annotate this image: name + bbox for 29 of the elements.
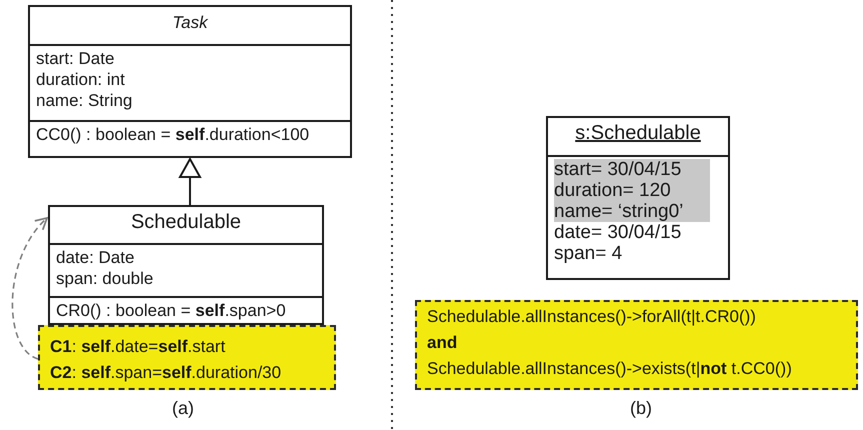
panel-label: (b) <box>630 398 652 419</box>
dependency-arrow <box>12 217 48 360</box>
operation-text: CC0() : boolean = self.duration<100 <box>36 124 310 145</box>
operation-text: CR0() : boolean = self.span>0 <box>56 300 287 321</box>
inheritance-arrow <box>179 158 201 205</box>
class-name: Schedulable <box>130 212 242 233</box>
attribute-text: start: Date <box>36 48 116 69</box>
constraint-note <box>38 325 336 390</box>
ocl-note <box>415 300 858 390</box>
constraint-text: C2: self.span=self.duration/30 <box>50 362 282 384</box>
class-box <box>28 5 352 158</box>
slot-value: date= 30/04/15 <box>554 222 682 243</box>
slot-value: start= 30/04/15 <box>554 159 710 180</box>
class-box <box>48 205 324 325</box>
class-name: Task <box>171 12 210 33</box>
panel-label: (a) <box>172 398 194 419</box>
ocl-expression: Schedulable.allInstances()->exists(t|not t.CC0()) <box>427 358 793 380</box>
slot-value: duration= 120 <box>554 180 710 201</box>
ocl-expression: Schedulable.allInstances()->forAll(t|t.CR0()) <box>427 306 757 328</box>
slot-value: span= 4 <box>554 243 624 264</box>
attribute-text: span: double <box>56 268 154 289</box>
object-name: s:Schedulable <box>574 123 702 144</box>
constraint-text: C1: self.date=self.start <box>50 336 226 358</box>
attribute-text: name: String <box>36 90 134 111</box>
ocl-keyword: and <box>427 332 458 354</box>
slot-value: name= ‘string0’ <box>554 201 710 222</box>
attribute-text: duration: int <box>36 69 126 90</box>
object-box <box>546 116 730 280</box>
attribute-text: date: Date <box>56 247 136 268</box>
